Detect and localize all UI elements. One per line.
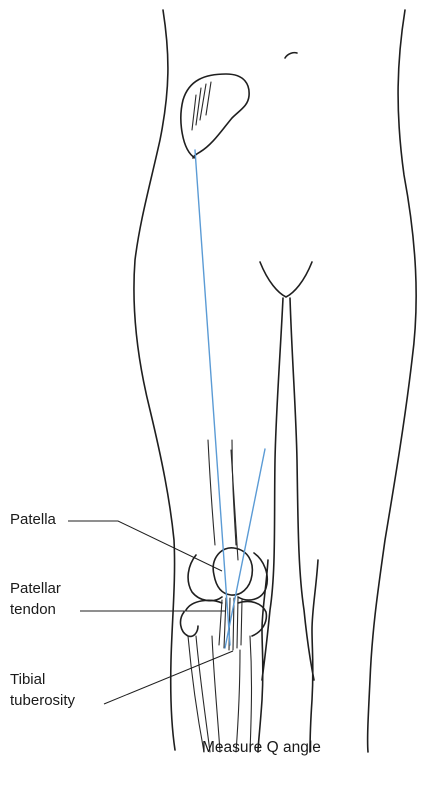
right-leg-inner-contour — [310, 560, 318, 752]
patellar-tendon-label-line2: tendon — [10, 601, 56, 619]
calf-contour — [250, 636, 252, 752]
figure-caption: Measure Q angle — [202, 739, 321, 757]
iliac-hatching — [192, 82, 211, 130]
fibula-shaft — [188, 636, 210, 752]
patella-leader-line — [68, 521, 222, 571]
iliac-crest — [181, 74, 249, 158]
patella-label: Patella — [10, 511, 56, 529]
tibial-tuberosity-leader-line — [104, 651, 233, 704]
right-inner-thigh — [290, 298, 314, 680]
left-body-outline — [134, 10, 175, 750]
tibial-tuberosity-label-line1: Tibial — [10, 671, 45, 689]
right-body-outline — [368, 10, 417, 752]
fibula-head — [181, 612, 198, 636]
tibial-tuberosity-label-line2: tuberosity — [10, 692, 75, 710]
tuberosity-axis-thin-line — [231, 450, 238, 560]
navel — [285, 53, 297, 58]
patellar-tendon-label-line1: Patellar — [10, 580, 61, 598]
patella-shape — [213, 548, 252, 595]
groin — [260, 262, 312, 297]
